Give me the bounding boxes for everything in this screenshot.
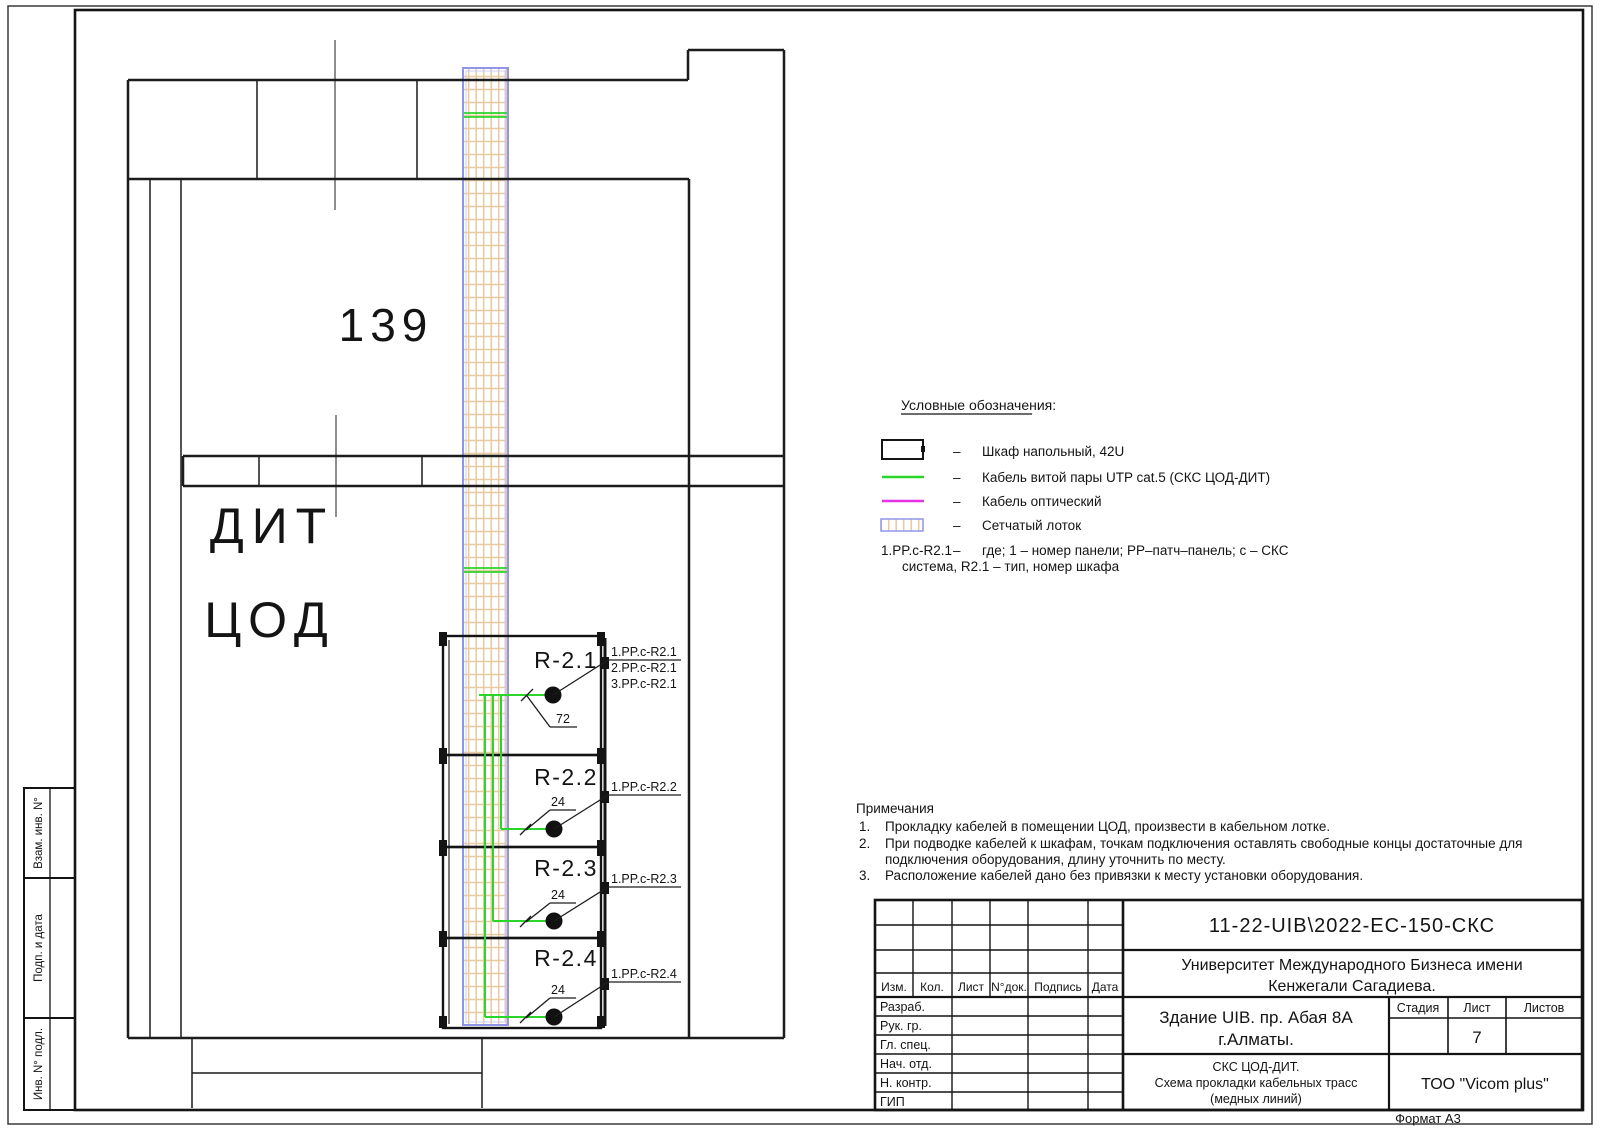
legend-dash-4: – <box>953 518 961 533</box>
role-gip-label: ГИП <box>880 1095 905 1109</box>
note-2-text-line1: При подводке кабелей к шкафам, точкам по… <box>885 836 1522 851</box>
qty-label-r2-3: 24 <box>551 888 565 902</box>
legend-label-utp-cable: Кабель витой пары UTP cat.5 (СКС ЦОД-ДИТ… <box>982 470 1270 485</box>
title-block-grid <box>873 898 1584 1112</box>
col-data-label: Дата <box>1092 980 1119 994</box>
callout-r2-1-line3: 3.PP.c-R2.1 <box>611 677 677 691</box>
callout-leaders <box>519 659 681 1024</box>
cabinet-r2-3-label: R-2.3 <box>534 855 598 881</box>
role-gl-spec-label: Гл. спец. <box>880 1038 931 1052</box>
organization-line1: Университет Международного Бизнеса имени <box>1181 957 1522 974</box>
sheets-label: Листов <box>1524 1001 1565 1015</box>
role-nach-otd-label: Нач. отд. <box>880 1057 932 1071</box>
legend-abbr-dash: – <box>953 543 961 558</box>
room-dept-label-cod: ЦОД <box>204 592 336 648</box>
legend-abbr-code: 1.PP.c-R2.1 <box>881 543 952 558</box>
legend-title: Условные обозначения: <box>901 397 1056 413</box>
outer-page-border <box>7 5 1593 1125</box>
note-2-num: 2. <box>859 836 870 851</box>
legend: Условные обозначения: – Шкаф напольный, … <box>880 397 1289 574</box>
role-ruk-gr-label: Рук. гр. <box>880 1019 922 1033</box>
notes: Примечания 1. Прокладку кабелей в помеще… <box>856 801 1522 883</box>
note-3-num: 3. <box>859 868 870 883</box>
stamp-podp-data-label: Подп. и дата <box>33 914 45 982</box>
note-1-text: Прокладку кабелей в помещении ЦОД, произ… <box>885 819 1330 834</box>
note-3-text: Расположение кабелей дано без привязки к… <box>885 868 1363 883</box>
qty-label-r2-2: 24 <box>551 795 565 809</box>
sheet-number: 7 <box>1472 1028 1481 1047</box>
callout-r2-3: 1.PP.c-R2.3 <box>611 872 677 886</box>
note-1-num: 1. <box>859 819 870 834</box>
room-number-label: 139 <box>339 299 434 351</box>
legend-label-mesh-tray: Сетчатый лоток <box>982 518 1081 533</box>
drawing-title-line2: Схема прокладки кабельных трасс <box>1155 1076 1358 1090</box>
legend-label-optical-cable: Кабель оптический <box>982 494 1102 509</box>
col-podpis-label: Подпись <box>1034 980 1082 994</box>
object-line2: г.Алматы. <box>1218 1030 1294 1049</box>
doc-code: 11-22-UIB\2022-ЕС-150-СКС <box>1209 915 1495 937</box>
legend-label-cabinet: Шкаф напольный, 42U <box>982 444 1124 459</box>
axis-centerlines <box>334 40 337 517</box>
organization-line2: Кенжегали Сагадиева. <box>1268 978 1436 995</box>
legend-cabinet-symbol-latch <box>921 446 925 452</box>
inner-drawing-frame <box>73 8 1585 1112</box>
legend-cabinet-symbol <box>881 439 924 460</box>
notes-title: Примечания <box>856 801 934 816</box>
col-list-label: Лист <box>958 980 985 994</box>
legend-mesh-tray-symbol <box>880 518 924 532</box>
floor-plan-walls <box>126 40 786 1108</box>
cabinet-r2-1-label: R-2.1 <box>534 647 598 673</box>
legend-dash-2: – <box>953 470 961 485</box>
drawing-title-line1: СКС ЦОД-ДИТ. <box>1213 1060 1300 1074</box>
qty-label-r2-4: 24 <box>551 983 565 997</box>
company-name: ТОО "Vicom plus" <box>1421 1076 1549 1093</box>
role-razrab-label: Разраб. <box>880 1000 925 1014</box>
room-dept-label-dit: ДИТ <box>210 498 334 554</box>
left-margin-stamps <box>23 787 76 1111</box>
callout-r2-1-line1: 1.PP.c-R2.1 <box>611 645 677 659</box>
callout-r2-4: 1.PP.c-R2.4 <box>611 967 677 981</box>
tray-cable-cross-marks <box>464 112 507 573</box>
legend-dash-3: – <box>953 494 961 509</box>
col-kol-label: Кол. <box>920 980 944 994</box>
cabinet-r2-4-label: R-2.4 <box>534 945 598 971</box>
sheet-label: Лист <box>1463 1001 1490 1015</box>
legend-abbr-line1: где; 1 – номер панели; PP–патч–панель; с… <box>982 543 1289 558</box>
cabinet-r2-2-label: R-2.2 <box>534 764 598 790</box>
col-izm-label: Изм. <box>881 980 907 994</box>
callout-r2-2: 1.PP.c-R2.2 <box>611 780 677 794</box>
col-ndok-label: N°док. <box>991 980 1027 994</box>
stage-label: Стадия <box>1397 1001 1440 1015</box>
stamp-vzam-inv-label: Взам. инв. N° <box>33 797 45 869</box>
legend-dash-1: – <box>953 444 961 459</box>
legend-abbr-line2: система, R2.1 – тип, номер шкафа <box>902 559 1120 574</box>
object-line1: Здание UIB. пр. Абая 8А <box>1159 1008 1353 1027</box>
stamp-inv-podl-label: Инв. N° подл. <box>33 1028 45 1100</box>
qty-label-r2-1: 72 <box>556 712 570 726</box>
format-label: Формат А3 <box>1395 1111 1461 1126</box>
drawing-title-line3: (медных линий) <box>1210 1092 1302 1106</box>
role-n-kontr-label: Н. контр. <box>880 1076 932 1090</box>
note-2-text-line2: подключения оборудования, длину уточнить… <box>885 852 1226 867</box>
callout-r2-1-line2: 2.PP.c-R2.1 <box>611 661 677 675</box>
